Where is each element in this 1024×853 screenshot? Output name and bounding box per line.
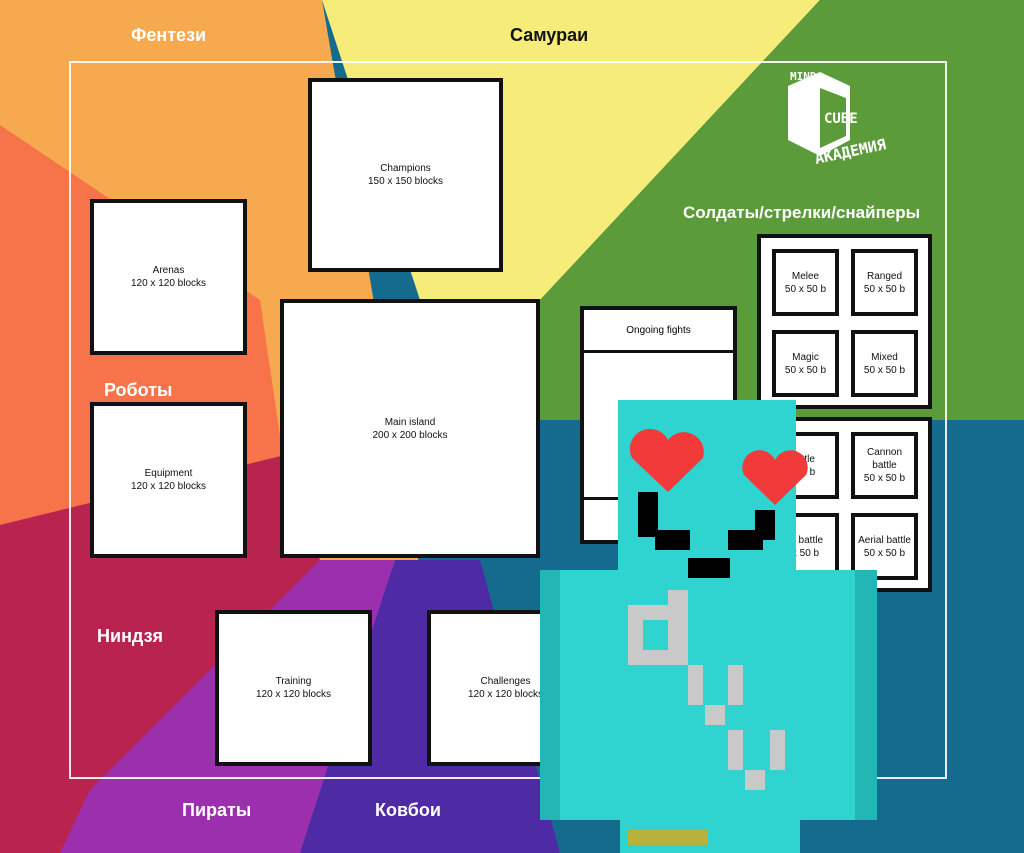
zone-label-pirates: Пираты bbox=[182, 800, 252, 820]
zone-label-robots: Роботы bbox=[104, 380, 173, 400]
heart-eye-left-icon bbox=[629, 428, 704, 492]
training-area: Training 120 x 120 blocks bbox=[215, 610, 372, 766]
zone-label-samurai: Самураи bbox=[510, 25, 589, 45]
character-chest-pattern bbox=[628, 590, 785, 790]
battle-type-size: 50 x 50 b bbox=[863, 364, 906, 376]
main-island-title: Main island bbox=[384, 416, 436, 428]
battle-types-panel: Melee 50 x 50 b Ranged 50 x 50 b Magic 5… bbox=[757, 234, 932, 409]
battle-type-title: Magic bbox=[792, 351, 819, 363]
battle-mode-title: Cannon battle bbox=[866, 447, 903, 471]
training-size: 120 x 120 blocks bbox=[255, 689, 332, 700]
mind-cube-logo: CUBE MIND АКАДЕМИЯ bbox=[788, 70, 888, 168]
champions-title: Champions bbox=[380, 163, 431, 174]
battle-type-title: Ranged bbox=[866, 270, 903, 282]
battle-mode-size: x 50 b bbox=[791, 547, 820, 559]
battle-mode-size: 50 x 50 b bbox=[863, 473, 906, 484]
equipment-title: Equipment bbox=[144, 468, 193, 479]
training-title: Training bbox=[275, 676, 312, 687]
character-belt bbox=[628, 830, 708, 845]
arenas-title: Arenas bbox=[152, 265, 185, 276]
zone-label-fantasy: Фентези bbox=[131, 25, 207, 45]
equipment-area: Equipment 120 x 120 blocks bbox=[90, 402, 247, 558]
map-border bbox=[69, 61, 947, 779]
battle-mode-title: Aerial battle bbox=[858, 534, 911, 546]
battle-type-size: 50 x 50 b bbox=[784, 283, 827, 295]
champions-area: Champions 150 x 150 blocks bbox=[308, 78, 503, 272]
logo-wordmark-mind: MIND bbox=[790, 70, 817, 83]
zone-label-cowboys: Ковбои bbox=[375, 800, 441, 820]
zone-label-soldiers: Солдаты/стрелки/снайперы bbox=[683, 203, 921, 222]
heart-eye-right-icon bbox=[742, 450, 808, 505]
main-island-size: 200 x 200 blocks bbox=[372, 429, 448, 441]
ongoing-fights-title: Ongoing fights bbox=[584, 310, 733, 353]
battle-mode-size: 50 x 50 b bbox=[863, 547, 906, 559]
battle-type-title: Melee bbox=[791, 270, 820, 282]
main-island-area: Main island 200 x 200 blocks bbox=[280, 299, 540, 558]
battle-type-size: 50 x 50 b bbox=[784, 364, 827, 376]
battle-type-title: Mixed bbox=[871, 351, 898, 363]
character-mouth-right bbox=[755, 510, 775, 540]
equipment-size: 120 x 120 blocks bbox=[130, 481, 207, 492]
battle-mode-aerial: Aerial battle 50 x 50 b bbox=[851, 513, 918, 580]
challenges-title: Challenges bbox=[480, 676, 531, 687]
character-mouth-left bbox=[638, 492, 658, 537]
battle-type-size: 50 x 50 b bbox=[863, 283, 906, 295]
battle-mode-cannon: Cannon battle 50 x 50 b bbox=[851, 432, 918, 499]
arenas-area: Arenas 120 x 120 blocks bbox=[90, 199, 247, 355]
battle-type-mixed: Mixed 50 x 50 b bbox=[851, 330, 918, 397]
arenas-size: 120 x 120 blocks bbox=[130, 278, 207, 289]
battle-mode-title: attle bbox=[796, 453, 815, 465]
battle-type-melee: Melee 50 x 50 b bbox=[772, 249, 839, 316]
challenges-size: 120 x 120 blocks bbox=[467, 689, 544, 700]
logo-wordmark-cube: CUBE bbox=[824, 111, 858, 127]
champions-size: 150 x 150 blocks bbox=[367, 176, 444, 187]
zone-label-ninja: Ниндзя bbox=[97, 626, 164, 646]
logo-cube-face bbox=[820, 88, 846, 148]
battle-mode-title: al battle bbox=[787, 534, 824, 546]
battle-type-magic: Magic 50 x 50 b bbox=[772, 330, 839, 397]
battle-type-ranged: Ranged 50 x 50 b bbox=[851, 249, 918, 316]
